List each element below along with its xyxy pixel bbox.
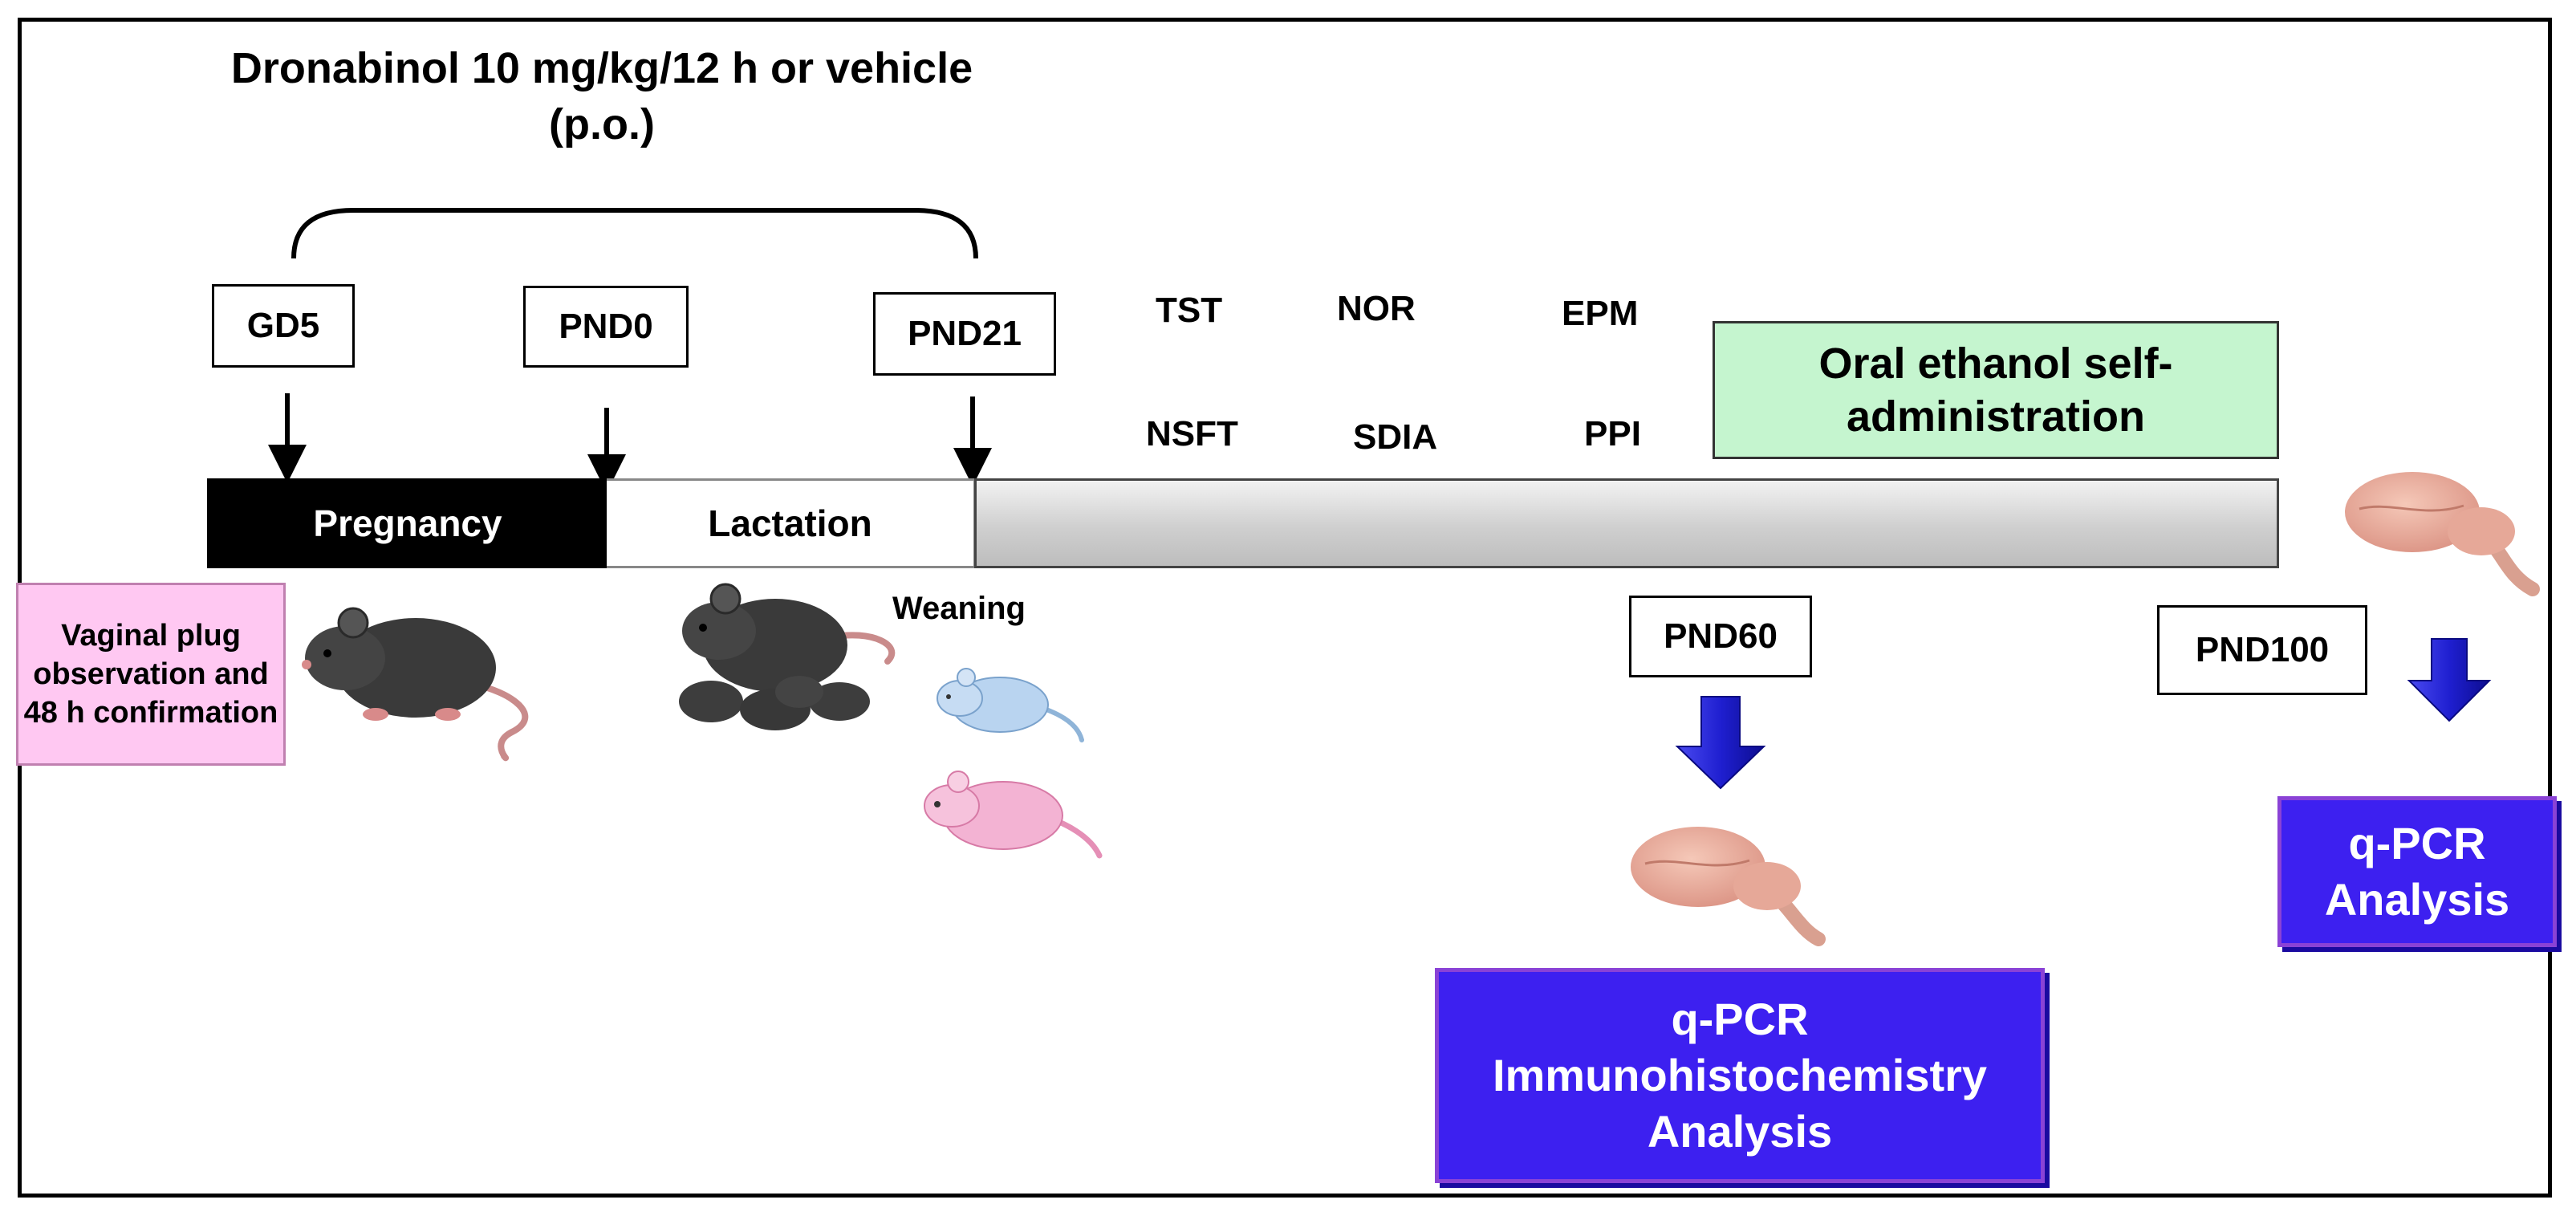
test-epm: EPM [1562,294,1639,333]
analysis-pnd100-line1: q-PCR [2348,818,2486,868]
phase-lactation: Lactation [607,478,976,568]
treatment-title-line2: (p.o.) [549,100,655,148]
treatment-title: Dronabinol 10 mg/kg/12 h or vehicle (p.o… [160,40,1043,152]
test-sdia: SDIA [1353,417,1438,457]
test-nor: NOR [1337,289,1416,328]
female-pup-icon [924,771,1103,859]
timepoint-pnd0: PND0 [523,286,689,368]
male-pup-icon [937,668,1084,742]
timepoint-pnd100: PND100 [2157,605,2367,695]
brain-icon [1631,827,1826,946]
timepoint-pnd21: PND21 [873,292,1056,376]
pnd100-blue-arrow [2407,638,2492,722]
weaning-label: Weaning [892,591,1026,626]
brain-icon [2345,472,2540,596]
analysis-box-pnd60: q-PCR Immunohistochemistry Analysis [1435,968,2045,1183]
timepoint-gd5: GD5 [212,284,355,368]
timepoint-pnd60: PND60 [1629,596,1812,677]
vaginal-plug-note: Vaginal plug observation and 48 h confir… [16,583,286,766]
phase-pregnancy: Pregnancy [207,478,608,568]
phase-post-weaning [974,478,2279,568]
analysis-pnd60-line1: q-PCR [1671,994,1809,1044]
mother-with-pups-icon [679,583,896,730]
ethanol-self-administration-box: Oral ethanol self-administration [1713,321,2279,459]
test-nsft: NSFT [1146,414,1238,453]
treatment-title-line1: Dronabinol 10 mg/kg/12 h or vehicle [230,44,973,92]
test-tst: TST [1156,291,1223,330]
analysis-pnd60-line3: Analysis [1647,1106,1833,1157]
analysis-box-pnd100: q-PCR Analysis [2277,796,2557,947]
treatment-bracket [291,208,978,259]
analysis-pnd100-line2: Analysis [2324,874,2510,925]
adult-mouse-icon [302,607,529,762]
pnd60-blue-arrow [1675,696,1766,790]
analysis-pnd60-line2: Immunohistochemistry [1492,1050,1988,1100]
test-ppi: PPI [1584,414,1641,453]
